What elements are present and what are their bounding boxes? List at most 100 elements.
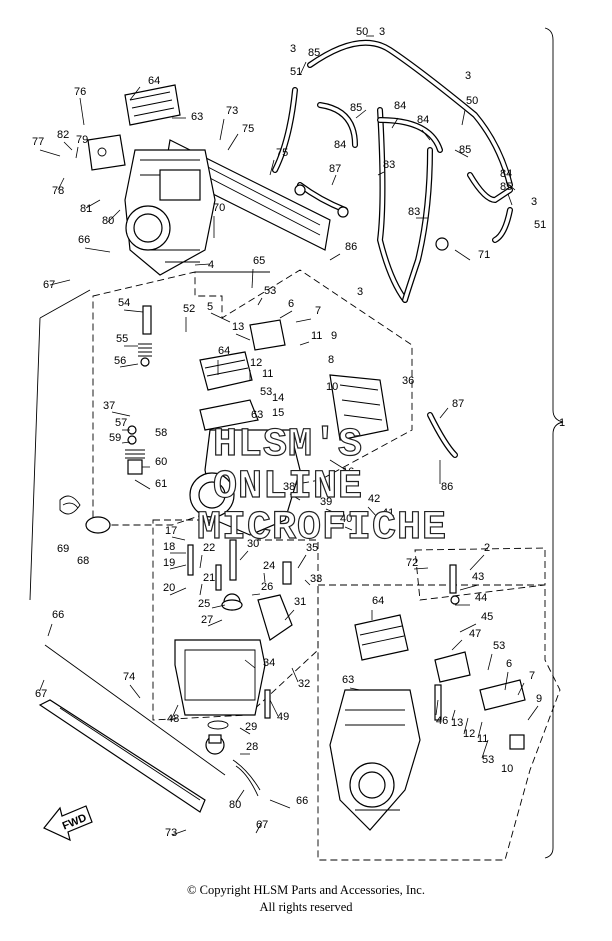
leader-line [269, 699, 279, 717]
part-callout: 63 [251, 409, 263, 421]
leader-line [107, 209, 121, 223]
part-callout: 19 [163, 557, 175, 569]
part-callout: 80 [102, 215, 114, 227]
part-callout: 39 [320, 496, 332, 508]
leader-line [121, 441, 131, 444]
part-callout: 10 [326, 381, 338, 393]
part-callout: 16 [342, 466, 354, 478]
part-callout: 78 [52, 185, 64, 197]
part-callout: 13 [451, 717, 463, 729]
part-callout: 76 [74, 86, 86, 98]
leader-line [304, 579, 311, 586]
part-callout: 11 [311, 330, 322, 342]
leader-line [454, 249, 471, 261]
leader-line [171, 536, 186, 541]
watermark-line-2: ONLINE [213, 465, 363, 510]
leader-line [129, 86, 141, 101]
part-callout: 31 [294, 596, 306, 608]
part-callout: 85 [350, 102, 362, 114]
watermark: HLSM'S ONLINE MICROFICHE [196, 422, 446, 551]
rights-line: All rights reserved [259, 900, 353, 914]
leader-line [279, 310, 293, 319]
part-callout: 46 [436, 715, 448, 727]
leader-line [439, 407, 449, 419]
part-callout: 26 [261, 581, 273, 593]
part-callout: 33 [310, 573, 322, 585]
leader-line [257, 297, 263, 306]
part-callout: 15 [272, 407, 284, 419]
leader-line [199, 583, 203, 596]
part-callout: 85 [500, 181, 512, 193]
part-callout: 7 [529, 670, 535, 682]
part-callout: 63 [191, 111, 203, 123]
part-callout: 7 [315, 305, 321, 317]
part-callout: 66 [52, 609, 64, 621]
leader-line [251, 593, 261, 596]
part-callout: 43 [472, 571, 484, 583]
part-callout: 73 [226, 105, 238, 117]
part-callout: 3 [531, 196, 537, 208]
leader-line [481, 739, 489, 759]
small-parts [59, 305, 292, 719]
part-callout: 32 [298, 678, 310, 690]
leader-line [291, 667, 299, 683]
leader-line [194, 263, 211, 266]
leader-line [289, 493, 301, 501]
part-callout: 21 [203, 572, 215, 584]
part-callout: 86 [441, 481, 453, 493]
part-callout: 59 [109, 432, 121, 444]
part-callout: 82 [57, 129, 69, 141]
watermark-line-1: HLSM'S [213, 423, 363, 468]
part-callout: 51 [290, 66, 302, 78]
leader-line [129, 684, 141, 699]
leader-line [391, 117, 399, 129]
leader-line [349, 687, 361, 691]
leader-line [331, 174, 337, 186]
leader-line [169, 587, 187, 596]
part-callout: 3 [379, 26, 385, 38]
part-callout: 49 [277, 711, 289, 723]
part-callout: 50 [356, 26, 368, 38]
part-callout: 48 [167, 713, 179, 725]
part-callout: 87 [329, 163, 341, 175]
leader-line [505, 181, 516, 191]
leader-line [451, 709, 456, 721]
part-callout: 2 [484, 542, 490, 554]
part-callout: 40 [340, 513, 352, 525]
leader-line [284, 609, 295, 621]
part-callout: 6 [288, 298, 294, 310]
leader-line [367, 506, 379, 519]
leader-line [235, 789, 245, 803]
part-callout: 27 [201, 614, 213, 626]
part-callout: 36 [402, 375, 414, 387]
leader-line [171, 704, 179, 719]
part-callout: 63 [342, 674, 354, 686]
leader-line [435, 699, 439, 716]
leader-line [517, 682, 525, 696]
part-callout: 54 [118, 297, 130, 309]
part-callout: 20 [163, 582, 175, 594]
part-callout: 83 [383, 159, 395, 171]
part-callout: 72 [406, 557, 418, 569]
part-callout: 84 [500, 168, 512, 180]
leader-line [39, 149, 61, 157]
part-callout: 85 [308, 47, 320, 59]
leader-line [487, 653, 493, 671]
part-callout: 56 [114, 355, 126, 367]
leader-line [355, 109, 367, 119]
part-callout: 28 [246, 741, 258, 753]
part-callout: 77 [32, 136, 44, 148]
part-callout: 57 [115, 417, 127, 429]
leader-line [451, 639, 463, 651]
part-callout: 70 [213, 202, 225, 214]
leader-line [210, 312, 231, 323]
leader-line [75, 146, 79, 159]
part-callout: 24 [263, 560, 275, 572]
upper-carburetor [87, 84, 216, 276]
leader-line [527, 705, 539, 721]
leader-line [454, 149, 469, 158]
part-callout: 81 [80, 203, 92, 215]
part-callout: 86 [345, 241, 357, 253]
part-callout: 64 [148, 75, 160, 87]
part-callout: 4 [208, 259, 214, 271]
